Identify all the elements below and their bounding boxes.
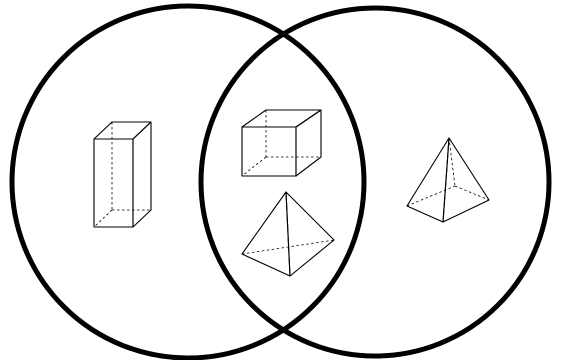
sq-pyramid-front-face	[407, 138, 449, 222]
triangular-pyramid-shape	[242, 192, 334, 276]
cube-front-face	[242, 127, 296, 176]
cube-hidden-edge	[242, 157, 266, 176]
sq-pyramid-hidden-edge	[407, 186, 455, 206]
left-circle	[12, 6, 364, 358]
prism-side-face	[133, 122, 151, 227]
cube-side-face	[296, 110, 321, 176]
tri-pyramid-left-face	[242, 192, 290, 276]
cube-shape	[242, 110, 321, 176]
square-pyramid-shape	[407, 138, 489, 222]
tri-pyramid-right-face	[286, 192, 334, 276]
prism-front-face	[94, 139, 133, 227]
prism-hidden-edge	[94, 210, 112, 227]
right-circle	[201, 8, 549, 356]
rectangular-prism-shape	[94, 122, 151, 227]
sq-pyramid-side-face	[443, 138, 489, 222]
